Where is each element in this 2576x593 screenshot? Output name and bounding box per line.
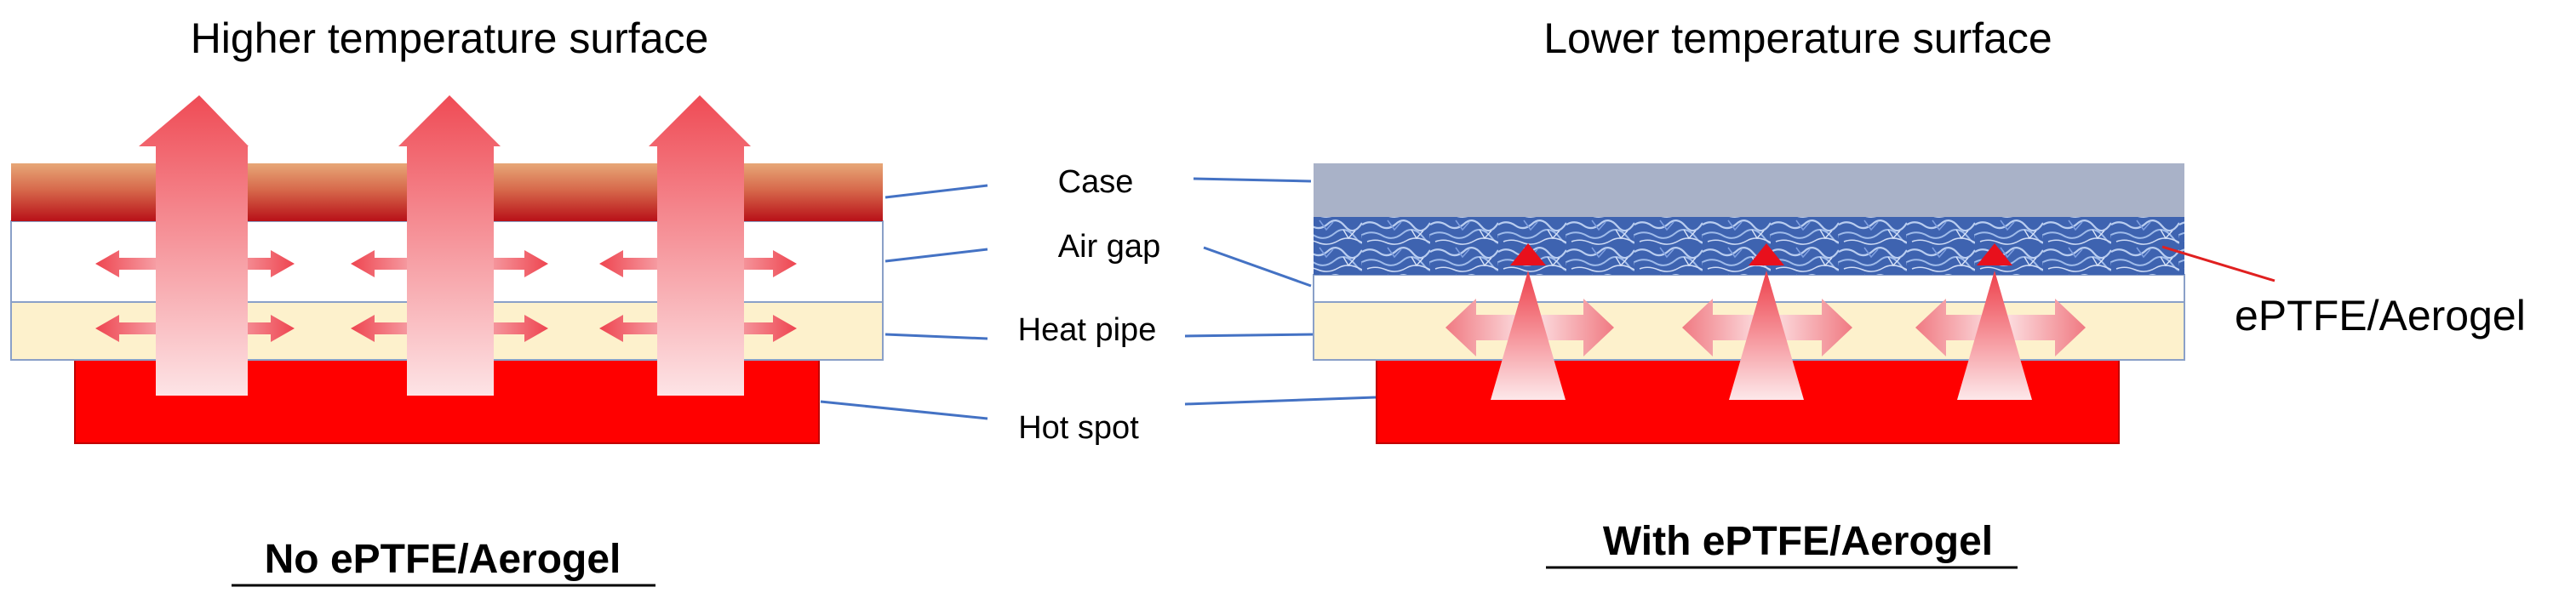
arrow-tip [1749, 243, 1784, 265]
label-heat-pipe: Heat pipe [1018, 312, 1157, 348]
heat-up-arrow [649, 95, 751, 396]
right-bottom-caption: With ePTFE/Aerogel [1603, 519, 1993, 564]
arrow-tip [1977, 243, 2012, 265]
leader-line [884, 248, 988, 263]
insulation-label: ePTFE/Aerogel [2235, 292, 2526, 339]
label-air-gap: Air gap [1058, 229, 1160, 265]
leader-line [884, 184, 988, 199]
right-heat-flow-arrows [1491, 243, 2032, 400]
heat-up-arrow [1729, 271, 1804, 400]
leader-lines [820, 177, 1377, 420]
leader-line [884, 333, 988, 340]
right-aerogel-layer [1314, 217, 2184, 275]
arrow-tip [1510, 243, 1546, 265]
right-case [1314, 163, 2184, 217]
left-top-caption: Higher temperature surface [191, 14, 709, 62]
leader-line [1184, 333, 1316, 338]
left-bottom-caption: No ePTFE/Aerogel [265, 537, 621, 582]
leader-line [1193, 177, 1312, 183]
right-air-gap [1313, 274, 2185, 303]
leader-line [1184, 396, 1377, 406]
layer-labels: Case Air gap Heat pipe Hot spot [820, 164, 1377, 446]
left-panel: Higher temperature surface No ePTFE/Aero… [10, 14, 884, 587]
left-heat-flow-arrows [139, 95, 751, 396]
heat-up-arrow [398, 95, 501, 396]
leader-line [1203, 246, 1312, 288]
leader-line [820, 400, 988, 420]
right-panel: Lower temperature surface ePTFE/Aerogel [1313, 14, 2526, 569]
heat-up-arrow [139, 95, 249, 396]
heat-up-arrow [1491, 271, 1566, 400]
heat-up-arrow [1957, 271, 2032, 400]
insulation-leader-line [2161, 245, 2275, 282]
right-top-caption: Lower temperature surface [1543, 14, 2052, 62]
label-hot-spot: Hot spot [1018, 410, 1139, 446]
label-case: Case [1058, 164, 1134, 200]
